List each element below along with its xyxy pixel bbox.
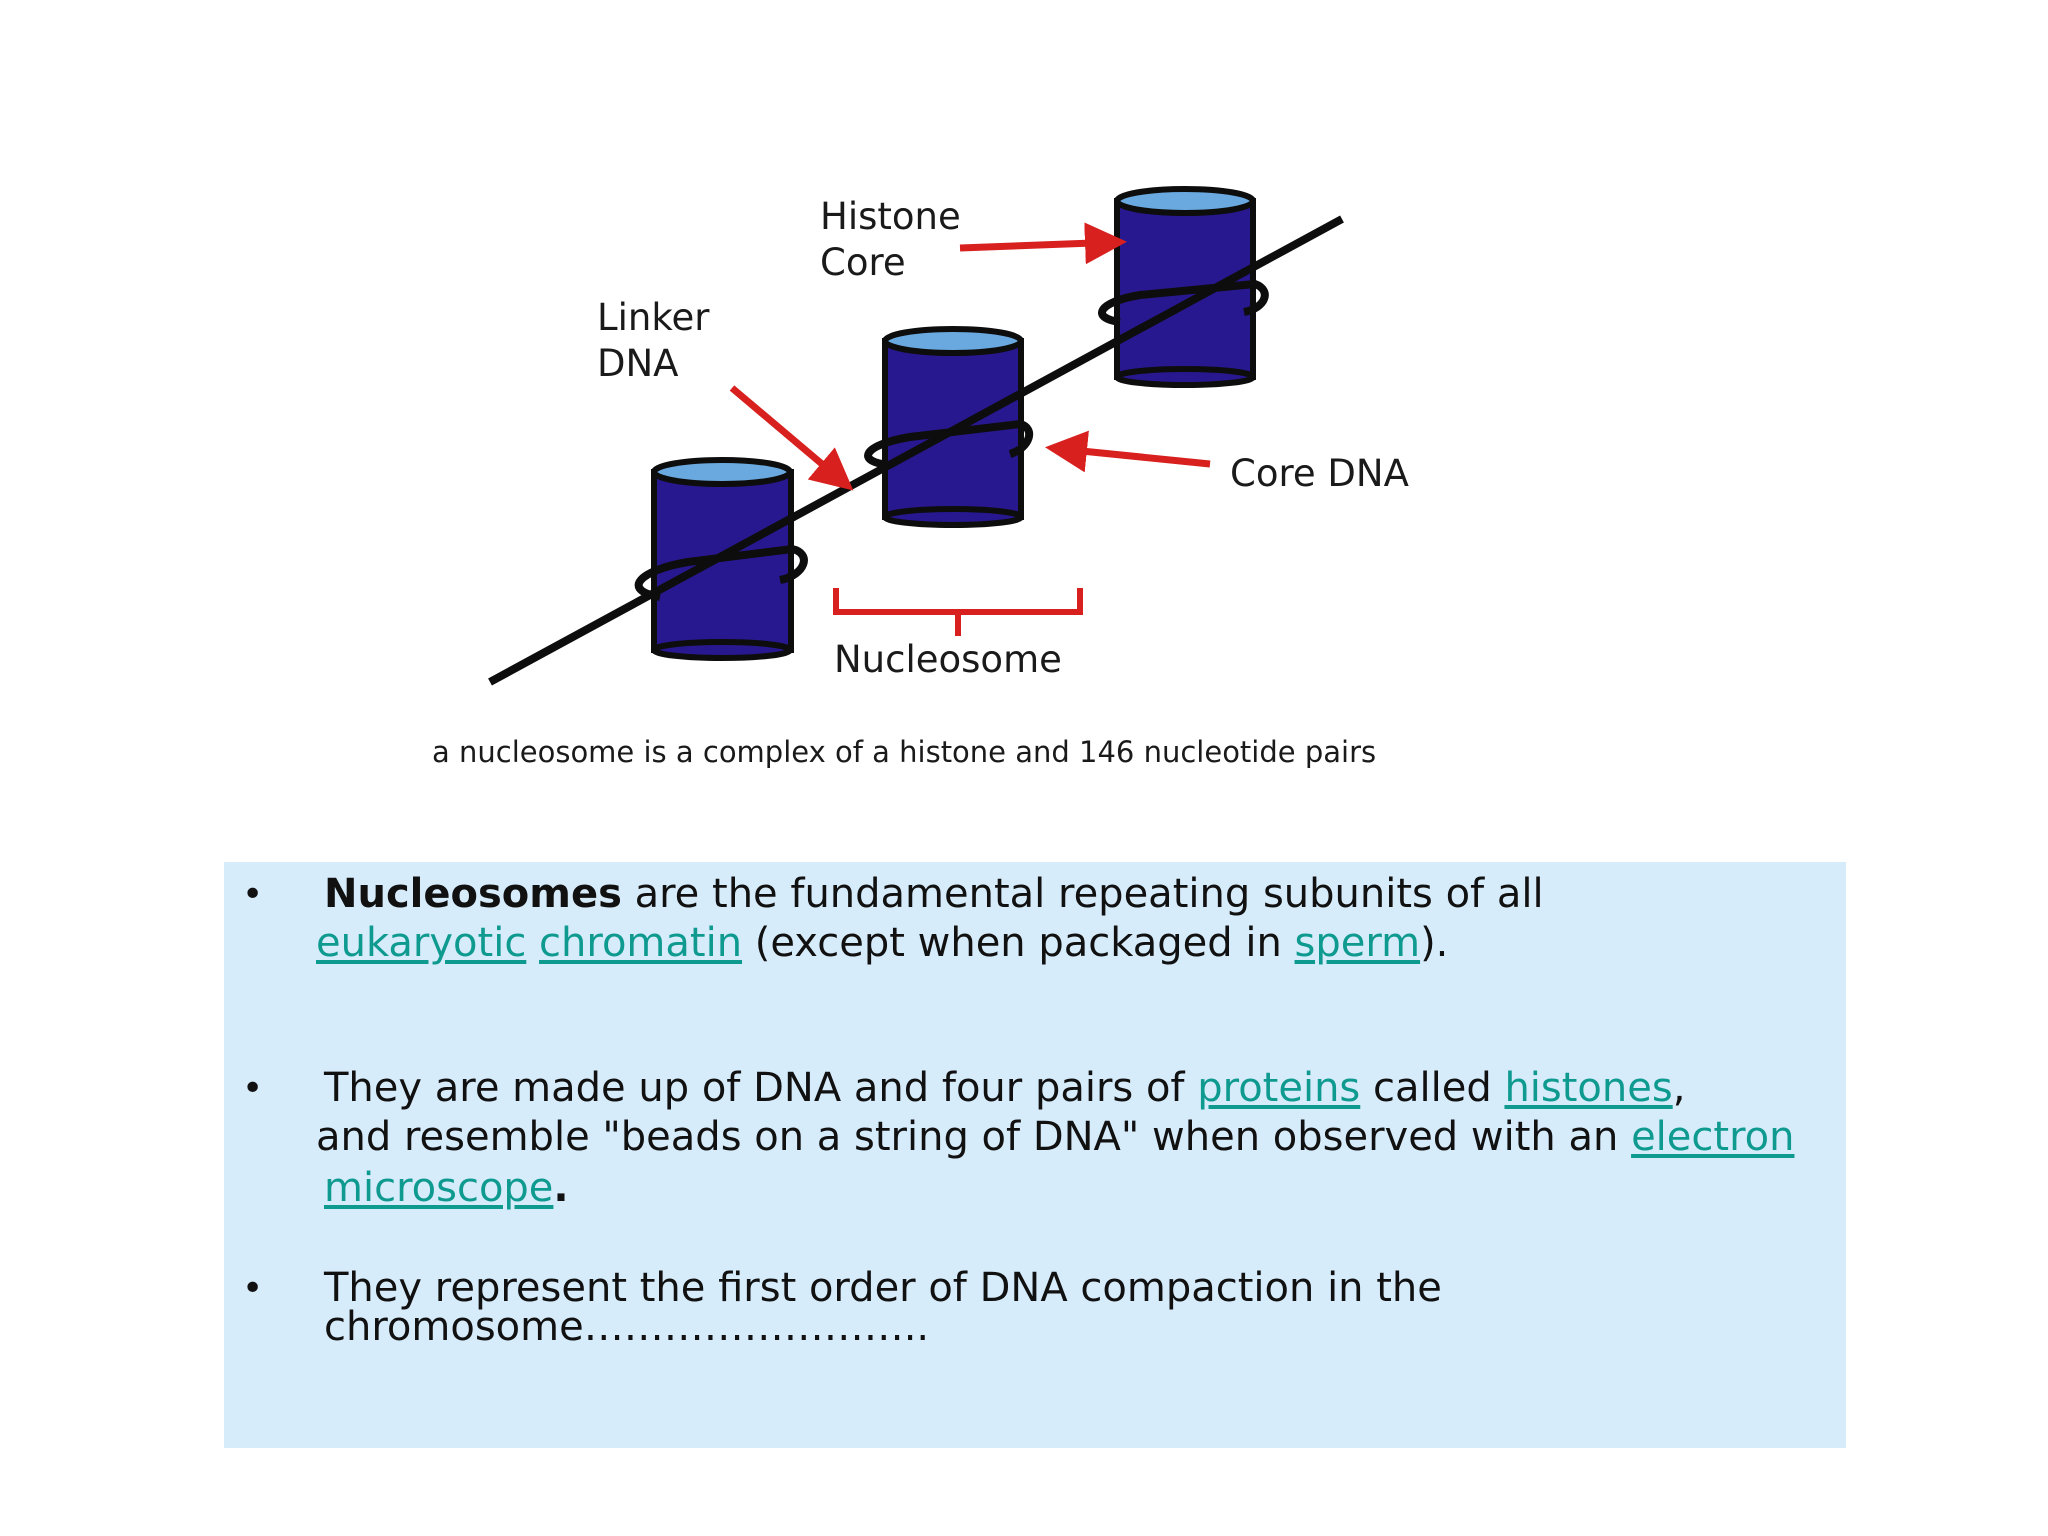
label-linker-dna-line2: DNA xyxy=(597,342,678,385)
core-dna-wrap-middle xyxy=(864,419,1034,469)
link-chromatin[interactable]: chromatin xyxy=(539,920,743,966)
linker-dna-arrow xyxy=(729,385,854,491)
bullet-marker: • xyxy=(242,1068,264,1109)
label-core-dna: Core DNA xyxy=(1230,452,1409,495)
bullet-marker: • xyxy=(242,1268,264,1309)
link-proteins[interactable]: proteins xyxy=(1197,1065,1361,1111)
label-histone-core-line1: Histone xyxy=(820,195,961,238)
bullet-text-box: • Nucleosomes are the fundamental repeat… xyxy=(224,862,1846,1448)
link-microscope[interactable]: microscope xyxy=(324,1165,554,1211)
link-eukaryotic[interactable]: eukaryotic xyxy=(316,920,527,966)
dna-strand xyxy=(488,215,1344,686)
link-sperm[interactable]: sperm xyxy=(1294,920,1421,966)
link-histones[interactable]: histones xyxy=(1504,1065,1673,1111)
bullet-3-line-2: chromosome…………………….. xyxy=(324,1304,930,1350)
bullet-3-line-1: They represent the first order of DNA co… xyxy=(324,1265,1442,1311)
nucleosome-diagram: Histone Core Linker DNA Core DNA Nucleos… xyxy=(432,186,1409,769)
label-linker-dna-line1: Linker xyxy=(597,296,710,339)
term-nucleosomes: Nucleosomes xyxy=(324,871,622,917)
label-nucleosome: Nucleosome xyxy=(834,638,1062,681)
core-dna-wrap-right xyxy=(1097,279,1269,326)
histone-core-arrow xyxy=(959,222,1127,265)
core-dna-wrap-left xyxy=(634,544,808,601)
figure-caption: a nucleosome is a complex of a histone a… xyxy=(432,735,1376,769)
core-dna-arrow xyxy=(1045,430,1211,473)
label-histone-core-line2: Core xyxy=(820,241,906,284)
link-electron[interactable]: electron xyxy=(1631,1114,1795,1160)
bullet-marker: • xyxy=(242,874,264,915)
nucleosome-bracket xyxy=(833,588,1083,636)
